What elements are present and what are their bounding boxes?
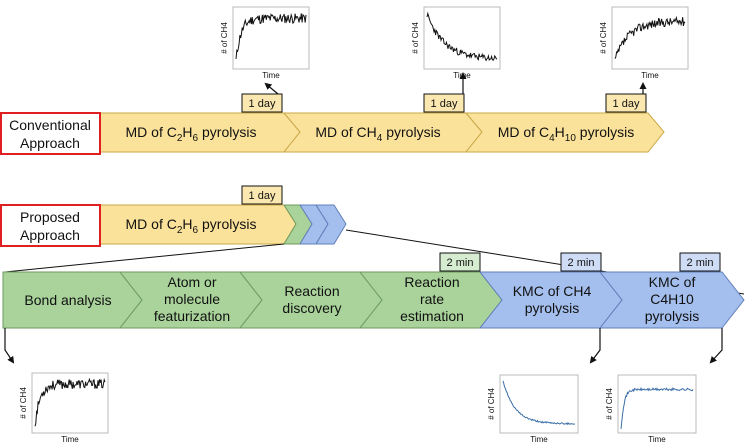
pipeline-step-2-line-3: featurization xyxy=(154,308,230,324)
zoom-line-left xyxy=(4,243,285,273)
plot-xlabel: Time xyxy=(453,71,471,80)
proposed-approach-label: Proposed xyxy=(20,209,80,225)
proposed-blue-chevron-2 xyxy=(315,204,347,245)
pipeline-time-tag-1-box xyxy=(439,252,481,272)
plot-ylabel: # of CH4 xyxy=(220,22,229,54)
pipeline-plot-1-pointer xyxy=(4,328,15,364)
pipeline-time-tag-2-box xyxy=(560,252,602,272)
plot-series-line xyxy=(502,380,576,426)
plot-xlabel: Time xyxy=(262,71,280,80)
proposed-stage-label: MD of C2H6 pyrolysis xyxy=(126,216,257,236)
conventional-row: MD of C2H6 pyrolysis MD of CH4 pyrolysis… xyxy=(0,72,665,155)
pipeline-step-4-line-1: Reaction xyxy=(404,274,459,290)
plot-kmc-c4h10: # of CH4 Time xyxy=(605,374,697,444)
proposed-row: MD of C2H6 pyrolysis 1 day Proposed Appr… xyxy=(0,185,347,247)
pipeline-step-5-line-1: KMC of CH4 xyxy=(513,283,592,299)
pipeline-step-1-label: Bond analysis xyxy=(24,292,111,308)
plot-frame xyxy=(423,6,501,70)
proposed-time-tag-box xyxy=(241,185,283,205)
pipeline-step-6-line-1: KMC of xyxy=(649,274,696,290)
plot-xlabel: Time xyxy=(61,435,79,444)
conventional-time-tag-3-box xyxy=(605,93,647,113)
pipeline-step-4-line-2: rate xyxy=(420,291,444,307)
pipeline-time-tag-3: 2 min xyxy=(687,257,714,269)
pipeline-step-5-line-2: pyrolysis xyxy=(525,300,579,316)
plot-kmc-ch4: # of CH4 Time xyxy=(487,374,579,444)
conventional-time-tag-2: 1 day xyxy=(431,98,458,110)
conventional-approach-label-box xyxy=(0,112,101,155)
pipeline-plot-2-pointer xyxy=(589,328,601,364)
plot-ylabel: # of CH4 xyxy=(19,387,28,419)
plot-series-line xyxy=(235,13,307,59)
plot-series-line xyxy=(620,386,694,430)
conventional-time-tag-3: 1 day xyxy=(613,98,640,110)
conventional-time-tag-1: 1 day xyxy=(249,98,276,110)
conventional-stage-1-label: MD of C2H6 pyrolysis xyxy=(126,124,257,144)
plot-xlabel: Time xyxy=(530,435,548,444)
pipeline-step-6-line-3: pyrolysis xyxy=(645,308,699,324)
conventional-stage-3-arrow xyxy=(464,112,665,153)
plot-conventional-ch4: # of CH4 Time xyxy=(411,6,501,80)
pipeline-time-tag-3-box xyxy=(679,252,721,272)
plot-ylabel: # of CH4 xyxy=(487,388,496,420)
pipeline-step-3-line-2: discovery xyxy=(282,300,341,316)
conventional-approach-label: Conventional xyxy=(9,117,91,133)
conventional-time-tag-1-box xyxy=(241,93,283,113)
pipeline-step-4-line-3: estimation xyxy=(400,308,464,324)
pipeline-step-6-line-2: C4H10 xyxy=(650,291,694,307)
plot-proposed-c2h6: # of CH4 Time xyxy=(19,372,109,444)
plot-frame xyxy=(617,374,697,434)
pipeline-time-tag-1: 2 min xyxy=(447,257,474,269)
proposed-approach-label-box xyxy=(0,204,101,247)
conventional-stage-3-label: MD of C4H10 pyrolysis xyxy=(498,124,635,144)
pipeline-plot-3-pointer xyxy=(709,328,723,364)
pipeline-time-tag-2: 2 min xyxy=(568,257,595,269)
plot-xlabel: Time xyxy=(648,435,666,444)
plot-conventional-c2h6: # of CH4 Time xyxy=(220,6,310,80)
plot-ylabel: # of CH4 xyxy=(605,388,614,420)
plot-ylabel: # of CH4 xyxy=(599,22,608,54)
pipeline-row: Bond analysis Atom or molecule featuriza… xyxy=(2,252,745,364)
plot-series-line xyxy=(426,11,498,62)
pipeline-step-2-line-2: molecule xyxy=(164,291,220,307)
conventional-stage-2-label: MD of CH4 pyrolysis xyxy=(315,124,440,144)
proposed-approach-label-line2: Approach xyxy=(20,227,80,243)
proposed-time-tag: 1 day xyxy=(249,190,276,202)
plot-series-line xyxy=(614,15,686,59)
plot-xlabel: Time xyxy=(641,71,659,80)
conventional-time-tag-2-box xyxy=(423,93,465,113)
pipeline-step-2-line-1: Atom or xyxy=(167,274,216,290)
conventional-plot-1-pointer xyxy=(264,82,279,95)
conventional-approach-label-line2: Approach xyxy=(20,135,80,151)
plot-series-line xyxy=(34,377,106,427)
pipeline-step-3-line-1: Reaction xyxy=(284,283,339,299)
plot-conventional-c4h10: # of CH4 Time xyxy=(599,6,689,80)
plot-frame xyxy=(499,374,579,434)
plot-ylabel: # of CH4 xyxy=(411,22,420,54)
